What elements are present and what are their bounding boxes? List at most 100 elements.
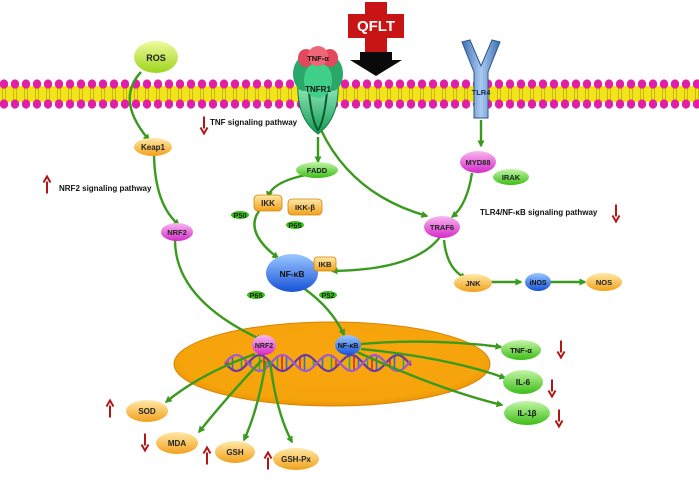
ikkb-label: IKK-β: [295, 203, 315, 212]
lipid-head-icon: [54, 99, 64, 109]
lipid-head-icon: [362, 79, 372, 89]
lipid-head-icon: [351, 99, 361, 109]
down-arrow-icon: [350, 52, 402, 76]
lipid-head-icon: [439, 99, 449, 109]
lipid-head-icon: [32, 99, 42, 109]
lipid-head-icon: [571, 99, 581, 109]
up-arrow-icon-gsh: [202, 445, 212, 465]
tlr4-receptor: TLR4: [461, 39, 501, 119]
lipid-head-icon: [428, 99, 438, 109]
lipid-head-icon: [186, 99, 196, 109]
output-mda: MDA: [156, 432, 198, 454]
lipid-head-icon: [65, 79, 75, 89]
node-ikb: IKB: [313, 256, 337, 272]
ikk-label: IKK: [261, 199, 275, 208]
lipid-head-icon: [120, 99, 130, 109]
myd88-label: MYD88: [465, 158, 490, 167]
node-p52: P52: [319, 291, 337, 300]
lipid-head-icon: [285, 79, 295, 89]
lipid-head-icon: [560, 99, 570, 109]
lipid-head-icon: [615, 99, 625, 109]
node-nos: NOS: [586, 273, 622, 291]
lipid-head-icon: [406, 99, 416, 109]
lipid-head-icon: [32, 79, 42, 89]
lipid-head-icon: [362, 99, 372, 109]
lipid-head-icon: [76, 79, 86, 89]
p50-label: P50: [233, 211, 246, 220]
down-arrow-icon-il1b: [554, 409, 564, 429]
irak-label: IRAK: [502, 173, 521, 182]
lipid-head-icon: [263, 99, 273, 109]
lipid-head-icon: [527, 99, 537, 109]
lipid-head-icon: [230, 79, 240, 89]
lipid-head-icon: [538, 79, 548, 89]
lipid-head-icon: [549, 99, 559, 109]
node-ros: ROS: [134, 41, 178, 73]
node-nucleus-nfkb: NF-κB: [335, 335, 361, 355]
lipid-head-icon: [670, 99, 680, 109]
output-il1b: IL-1β: [504, 401, 550, 425]
lipid-head-icon: [219, 99, 229, 109]
lipid-head-icon: [604, 99, 614, 109]
lipid-head-icon: [461, 99, 471, 109]
output-gshpx-label: GSH-Px: [281, 455, 311, 464]
lipid-head-icon: [241, 99, 251, 109]
node-ikkb: IKK-β: [287, 198, 323, 216]
regulation-arrows: [42, 116, 621, 470]
lipid-head-icon: [538, 99, 548, 109]
down-arrow-icon-tnf-pathway: [199, 116, 209, 136]
nos-label: NOS: [596, 278, 612, 287]
lipid-head-icon: [0, 79, 9, 89]
nfkb-label: NF-κB: [279, 269, 304, 279]
qflt-drug-icon: QFLT: [348, 2, 404, 76]
tnfa-ligand-label: TNF-α: [307, 54, 329, 63]
lipid-head-icon: [241, 79, 251, 89]
node-p65-bottom: P65: [247, 291, 265, 300]
output-gsh-label: GSH: [226, 448, 244, 457]
lipid-head-icon: [373, 99, 383, 109]
lipid-head-icon: [692, 99, 699, 109]
lipid-head-icon: [494, 99, 504, 109]
down-arrow-icon-tlr4-pathway: [611, 204, 621, 224]
lipid-head-icon: [340, 79, 350, 89]
tnf-pathway-label: TNF signaling pathway: [210, 118, 298, 127]
output-tnfa-label: TNF-α: [510, 346, 532, 355]
lipid-head-icon: [593, 79, 603, 89]
node-keap1: Keap1: [134, 138, 172, 156]
node-p65-top: P65: [286, 221, 304, 230]
node-nrf2: NRF2: [161, 223, 193, 241]
nucleus: [173, 321, 491, 407]
tnfr1-receptor: TNF-α TNFR1: [293, 46, 343, 135]
cell-membrane: [0, 79, 699, 109]
node-myd88: MYD88: [460, 151, 496, 173]
inos-label: iNOS: [529, 280, 546, 287]
lipid-head-icon: [131, 99, 141, 109]
lipid-head-icon: [395, 99, 405, 109]
output-tnfa: TNF-α: [501, 340, 541, 360]
lipid-head-icon: [659, 99, 669, 109]
node-p50: P50: [231, 211, 249, 220]
lipid-head-icon: [571, 79, 581, 89]
lipid-head-icon: [219, 79, 229, 89]
lipid-head-icon: [10, 99, 20, 109]
output-il6-label: IL-6: [516, 378, 531, 387]
lipid-head-icon: [153, 79, 163, 89]
output-mda-label: MDA: [168, 439, 186, 448]
traf6-label: TRAF6: [430, 223, 454, 232]
down-arrow-icon-il6: [547, 379, 557, 399]
lipid-head-icon: [648, 99, 658, 109]
lipid-head-icon: [175, 79, 185, 89]
lipid-head-icon: [208, 79, 218, 89]
fadd-label: FADD: [307, 166, 328, 175]
keap1-label: Keap1: [141, 143, 166, 152]
drug-label: QFLT: [357, 18, 395, 35]
lipid-head-icon: [593, 99, 603, 109]
lipid-head-icon: [681, 99, 691, 109]
lipid-head-icon: [384, 79, 394, 89]
nrf2-label: NRF2: [167, 228, 187, 237]
lipid-head-icon: [494, 79, 504, 89]
lipid-head-icon: [351, 79, 361, 89]
lipid-head-icon: [87, 99, 97, 109]
p65-top-label: P65: [288, 221, 301, 230]
lipid-head-icon: [582, 79, 592, 89]
